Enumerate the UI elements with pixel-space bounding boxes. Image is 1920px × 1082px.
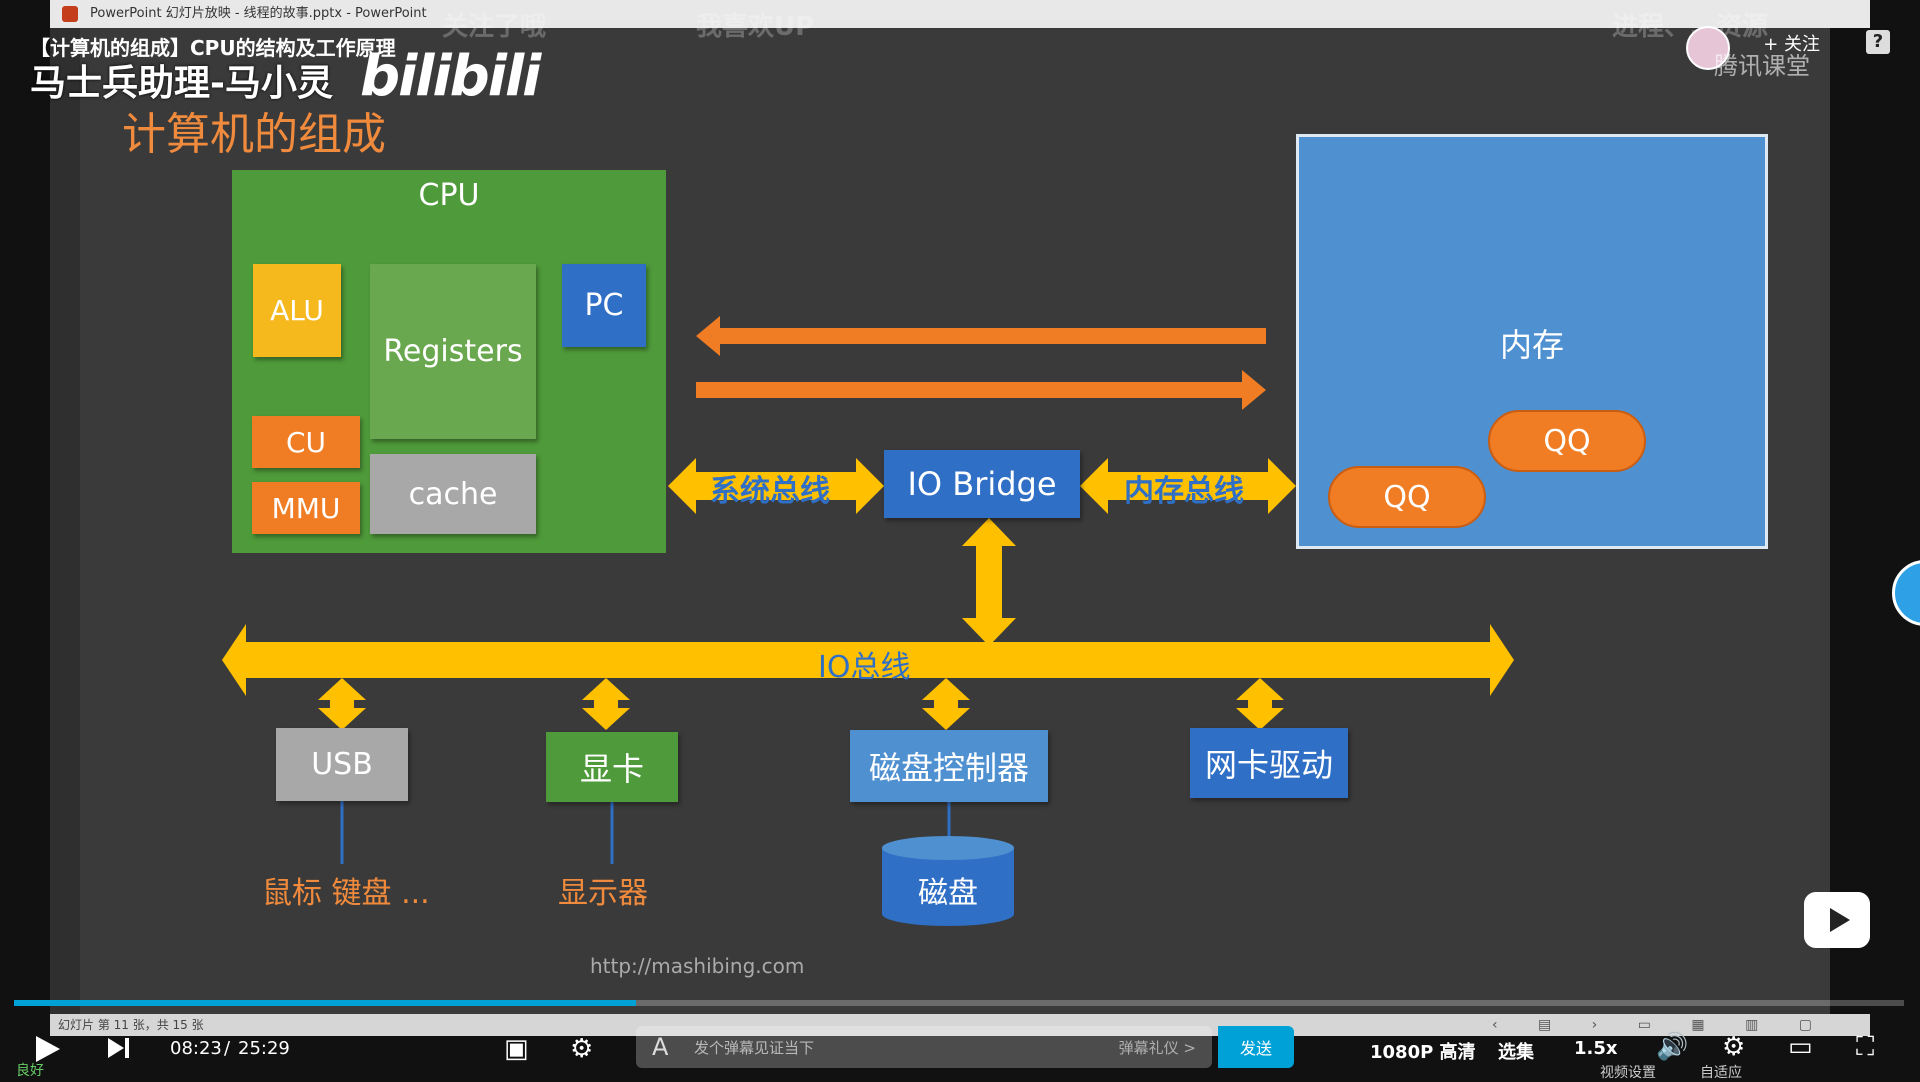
danmaku-settings-icon[interactable]: ⚙ bbox=[570, 1034, 594, 1064]
disk-cylinder-icon bbox=[882, 836, 1014, 926]
danmaku-placeholder: 发个弹幕见证当下 bbox=[694, 1039, 815, 1057]
system-bus-label: 系统总线 bbox=[710, 474, 830, 509]
cpu-label: CPU bbox=[418, 178, 480, 213]
usb-block: USB bbox=[276, 728, 408, 801]
alu-block: ALU bbox=[253, 264, 341, 357]
video-progress-bar[interactable] bbox=[14, 1000, 1904, 1006]
time-total: 25:29 bbox=[238, 1038, 290, 1059]
usb-peripheral-label: 鼠标 键盘 ... bbox=[262, 876, 430, 911]
video-settings-label[interactable]: 视频设置 bbox=[1600, 1065, 1656, 1081]
gpu-bus-arrow bbox=[582, 678, 630, 730]
io-bridge-block: IO Bridge bbox=[884, 450, 1080, 518]
danmaku-style-icon[interactable]: A bbox=[652, 1033, 669, 1061]
signal-status: 良好 bbox=[16, 1063, 44, 1079]
danmaku-etiquette-link[interactable]: 弹幕礼仪 > bbox=[1118, 1039, 1196, 1057]
uploader-avatar[interactable] bbox=[1686, 26, 1730, 70]
episodes-button[interactable]: 选集 bbox=[1498, 1042, 1534, 1063]
danmaku-toggle-icon[interactable]: ▣ bbox=[504, 1034, 529, 1064]
powerpoint-icon bbox=[62, 6, 78, 22]
player-controls: 08:23 / 25:29 良好 ▣ ⚙ 1080P 高清 选集 1.5x 🔊 … bbox=[0, 1018, 1920, 1081]
system-bus-arrow bbox=[668, 458, 884, 514]
time-current: 08:23 bbox=[170, 1038, 222, 1059]
usb-bus-arrow bbox=[318, 678, 366, 730]
next-icon[interactable] bbox=[104, 1034, 132, 1062]
slide-title: 计算机的组成 bbox=[122, 109, 386, 160]
gpu-peripheral-label: 显示器 bbox=[558, 876, 648, 911]
arrow-cpu-to-memory bbox=[696, 370, 1266, 410]
ppt-titlebar: PowerPoint 幻灯片放映 - 线程的故事.pptx - PowerPoi… bbox=[50, 0, 1870, 28]
bilibili-logo: bilibili bbox=[360, 44, 541, 109]
io-bus-arrow bbox=[222, 624, 1514, 696]
danmaku-comment: 我喜欢UP bbox=[696, 12, 815, 42]
nic-block: 网卡驱动 bbox=[1190, 728, 1348, 798]
danmaku-input[interactable]: A 发个弹幕见证当下 弹幕礼仪 > bbox=[636, 1026, 1212, 1068]
ppt-statusbar: 幻灯片 第 11 张，共 15 张 ‹ ▤ › ▭ ▦ ▥ ▢ bbox=[50, 1014, 1870, 1036]
registers-block: Registers bbox=[370, 264, 536, 439]
memory-bus-arrow bbox=[1080, 458, 1296, 514]
follow-button[interactable]: + 关注 bbox=[1763, 34, 1820, 55]
arrow-memory-to-cpu bbox=[696, 316, 1266, 356]
mmu-block: MMU bbox=[252, 482, 360, 534]
play-icon[interactable] bbox=[30, 1032, 64, 1066]
quality-button[interactable]: 1080P 高清 bbox=[1370, 1042, 1476, 1063]
tencent-classroom-watermark: 腾讯课堂 bbox=[1714, 52, 1810, 80]
adapt-label[interactable]: 自适应 bbox=[1700, 1065, 1742, 1081]
channel-name: 马士兵助理-马小灵 bbox=[30, 63, 333, 104]
disk-label: 磁盘 bbox=[918, 876, 978, 911]
speed-button[interactable]: 1.5x bbox=[1574, 1038, 1618, 1059]
danmaku-comment: 关注了哦 bbox=[442, 12, 547, 42]
time-separator: / bbox=[224, 1038, 231, 1059]
help-icon[interactable]: ? bbox=[1866, 30, 1890, 54]
memory-label: 内存 bbox=[1499, 326, 1564, 364]
volume-icon[interactable]: 🔊 bbox=[1656, 1032, 1689, 1062]
bridge-to-io-bus-arrow bbox=[962, 518, 1016, 646]
memory-process-qq: QQ bbox=[1488, 410, 1646, 472]
send-danmaku-button[interactable]: 发送 bbox=[1218, 1026, 1294, 1068]
pc-block: PC bbox=[562, 264, 646, 347]
cache-block: cache bbox=[370, 454, 536, 534]
memory-bus-label: 内存总线 bbox=[1124, 474, 1244, 509]
slide-counter: 幻灯片 第 11 张，共 15 张 bbox=[58, 1018, 204, 1032]
cu-block: CU bbox=[252, 416, 360, 468]
nic-bus-arrow bbox=[1236, 678, 1284, 730]
pip-icon[interactable]: ▭ bbox=[1788, 1032, 1813, 1062]
fullscreen-icon[interactable]: ⛶ bbox=[1856, 1032, 1875, 1062]
disk-controller-bus-arrow bbox=[922, 678, 970, 730]
window-title: PowerPoint 幻灯片放映 - 线程的故事.pptx - PowerPoi… bbox=[90, 6, 427, 21]
video-progress-fill bbox=[14, 1000, 636, 1006]
memory-process-qq: QQ bbox=[1328, 466, 1486, 528]
view-switcher[interactable]: ‹ ▤ › ▭ ▦ ▥ ▢ bbox=[1491, 1017, 1830, 1033]
gpu-block: 显卡 bbox=[546, 732, 678, 802]
mini-player-play-icon[interactable] bbox=[1804, 892, 1870, 948]
settings-gear-icon[interactable]: ⚙ bbox=[1722, 1032, 1746, 1062]
disk-controller-block: 磁盘控制器 bbox=[850, 730, 1048, 802]
video-title: 【计算机的组成】CPU的结构及工作原理 bbox=[30, 36, 396, 60]
io-bus-label: IO总线 bbox=[818, 650, 911, 685]
slide-url: http://mashibing.com bbox=[590, 954, 805, 978]
